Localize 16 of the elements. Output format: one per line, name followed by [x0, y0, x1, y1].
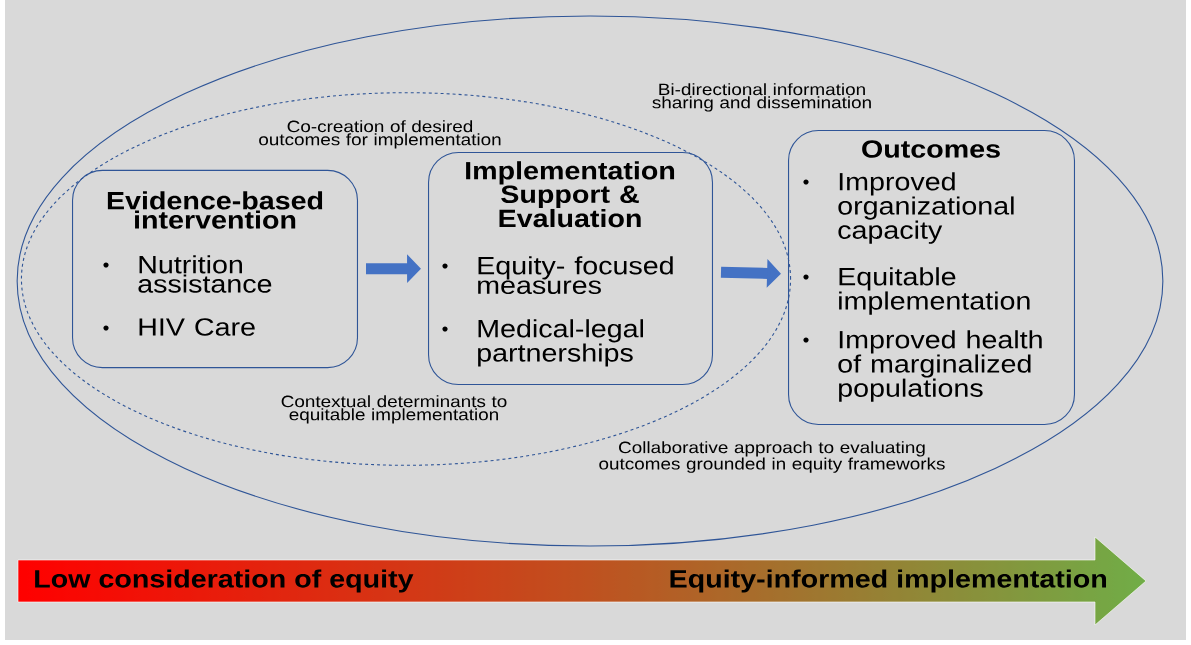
bullet-text: Improved organizational capacity: [838, 172, 1014, 244]
box-heading: Implementation Support & Evaluation: [466, 161, 675, 228]
bullet-text: Improved health of marginalized populations: [838, 330, 1042, 402]
arrow-label: Low consideration of equity: [35, 569, 414, 593]
box-heading: Evidence-based intervention: [107, 191, 323, 229]
bullet-text: Medical-legal partnerships: [478, 319, 643, 367]
ellipse-label: Collaborative approach to evaluating outcomes grounded in equity frameworks: [599, 441, 945, 473]
arrow-label: Equity-informed implementation: [670, 569, 1106, 593]
bullet-text: Equitable implementation: [839, 267, 1030, 315]
ellipse-label: Co-creation of desired outcomes for implementation: [259, 120, 501, 149]
ellipse-label: Bi-directional information sharing and dissemination: [652, 83, 871, 112]
bullet-text: HIV Care: [139, 318, 255, 336]
bullet-text: Nutrition assistance: [138, 255, 272, 293]
box-heading: Outcomes: [862, 140, 1000, 158]
bullet-text: Equity- focused measures: [478, 256, 673, 295]
ellipse-label: Contextual determinants to equitable implementation: [281, 395, 507, 424]
